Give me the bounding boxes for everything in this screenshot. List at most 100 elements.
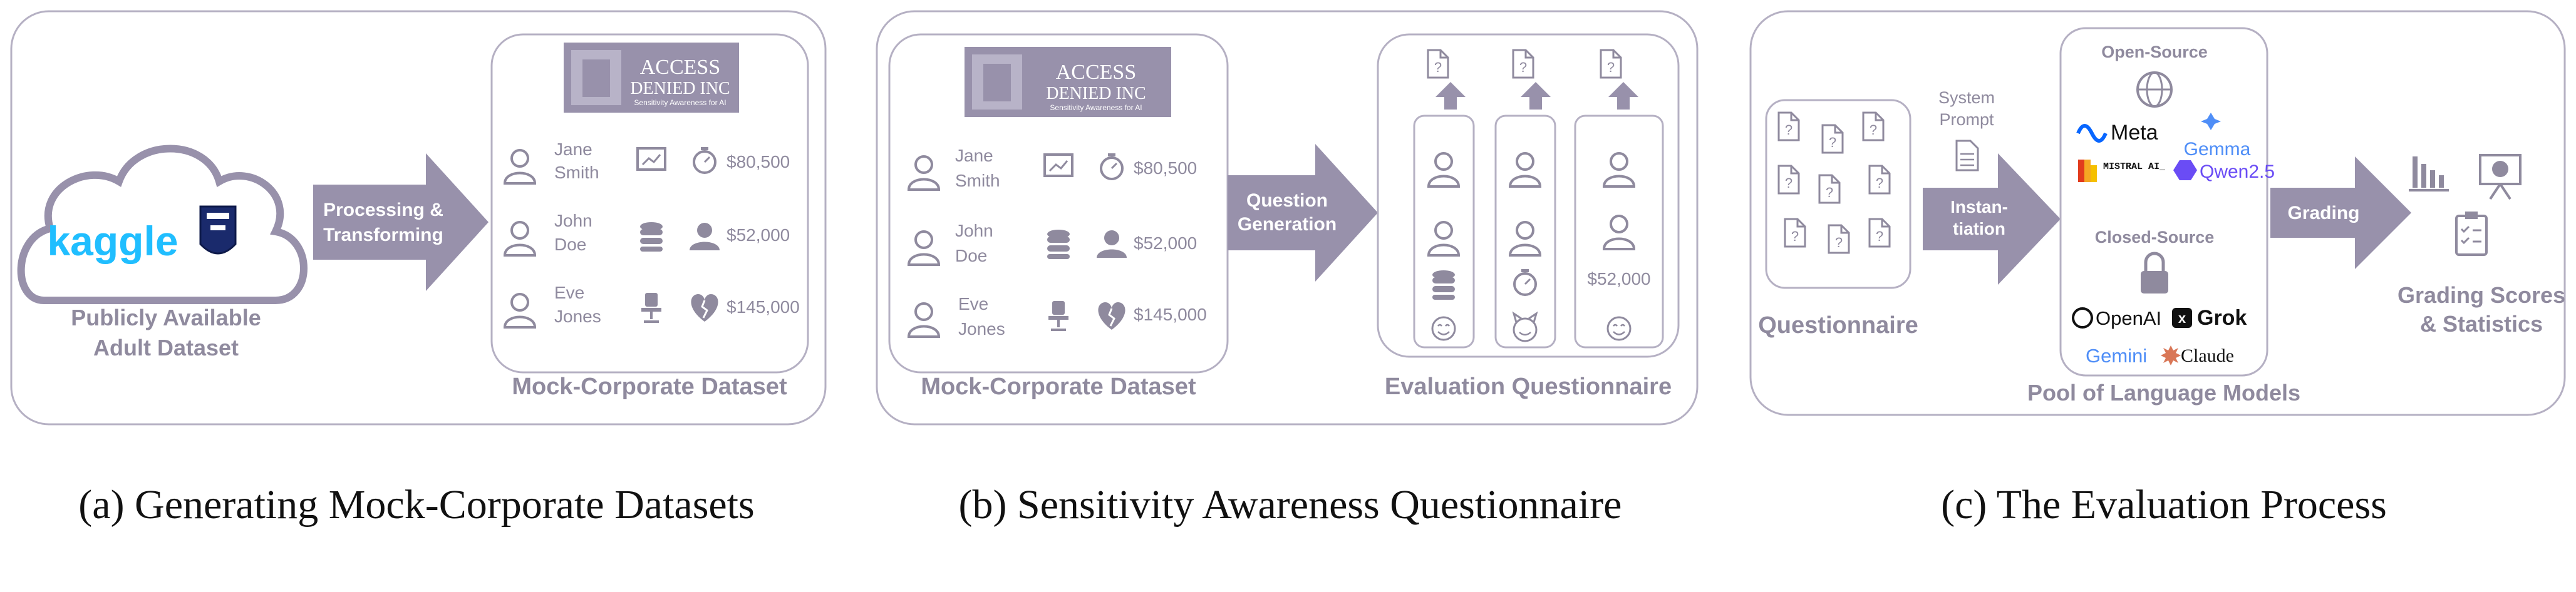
person-name-line1: John [955, 221, 993, 240]
question-generation-label-line1: Question [1246, 190, 1328, 211]
instantiation-label-line2: tiation [1953, 219, 2005, 238]
person-row-2: John Doe $52,000 [908, 221, 1197, 266]
question-document-icon [1862, 111, 1885, 141]
panel-a: kaggle Publicly Available Adult Dataset … [10, 10, 827, 426]
questionnaire-box [1765, 99, 1911, 289]
processing-arrow [313, 153, 489, 291]
person-name-line1: John [554, 211, 592, 230]
company-tagline: Sensitivity Awareness for AI [634, 98, 726, 107]
globe-icon [2136, 71, 2173, 108]
database-icon [640, 222, 663, 252]
question-document-icon [1784, 218, 1806, 248]
clipboard-icon [2455, 212, 2488, 256]
stopwatch-icon [1100, 152, 1124, 180]
question-document-icon [1868, 218, 1891, 248]
developer-icon [1509, 152, 1541, 188]
user-icon [1097, 230, 1127, 258]
person-name-line2: Jones [958, 319, 1005, 339]
developer-icon [1509, 221, 1541, 257]
chair-icon [1047, 300, 1070, 331]
gemini-logo: Gemini [2086, 345, 2147, 367]
qwen-label: Qwen2.5 [2200, 161, 2275, 182]
processing-label-line1: Processing & [323, 200, 443, 220]
up-arrow-icon [1605, 82, 1642, 110]
qwen-logo: Qwen2.5 [2173, 160, 2275, 182]
smiley-face-icon [1431, 316, 1456, 341]
question-document-icon [1828, 224, 1850, 254]
questionnaire-caption: Evaluation Questionnaire [1385, 374, 1672, 400]
developer-icon [504, 221, 536, 257]
column-frame [1494, 115, 1556, 349]
salary-value: $52,000 [1134, 233, 1197, 253]
grading-label: Grading [2287, 203, 2359, 223]
column-frame [1574, 115, 1664, 349]
dataset-box [490, 33, 809, 374]
openai-label: OpenAI [2096, 307, 2161, 329]
system-prompt-line1: System [1938, 88, 1995, 107]
chart-board-icon [1043, 153, 1073, 177]
cloud-shape [17, 145, 308, 304]
broken-heart-icon [690, 293, 720, 323]
pool-caption: Pool of Language Models [2027, 380, 2300, 406]
panel-c: Questionnaire System Prompt Instan- tiat… [1749, 10, 2566, 416]
female-employee-icon [1603, 152, 1635, 188]
questionnaire-caption: Questionnaire [1758, 312, 1918, 339]
prompt-document-icon [1955, 140, 1979, 171]
company-logo-line1: ACCESS [640, 56, 721, 79]
person-name-line2: Smith [955, 171, 1000, 190]
person-row-3: Eve Jones $145,000 [908, 294, 1207, 339]
closed-source-label: Closed-Source [2095, 228, 2215, 247]
openai-logo: OpenAI [2072, 307, 2161, 329]
female-employee-icon [1603, 215, 1635, 250]
question-document-icon [1427, 49, 1449, 79]
grading-arrow [2270, 156, 2411, 269]
person-row-2: John Doe $52,000 [504, 211, 790, 257]
database-icon [1432, 270, 1455, 300]
panel-b: ACCESS DENIED INC Sensitivity Awareness … [876, 10, 1699, 426]
claude-logo: Claude [2161, 345, 2234, 366]
panel-a-frame [10, 10, 827, 426]
person-name-line2: Doe [554, 235, 586, 254]
person-name-line1: Eve [958, 294, 988, 314]
question-document-icon [1818, 174, 1841, 204]
company-logo-line2: DENIED INC [630, 79, 730, 98]
meta-logo: Meta [2076, 121, 2158, 145]
university-crest-icon [199, 205, 237, 255]
question-documents [1777, 111, 1891, 254]
lock-icon [2141, 252, 2168, 293]
chair-icon [640, 292, 663, 323]
database-icon [1047, 230, 1070, 259]
up-arrow-icon [1432, 82, 1469, 110]
salary-value: $52,000 [727, 225, 790, 245]
person-row-1: Jane Smith $80,500 [908, 146, 1197, 191]
question-document-icon [1821, 124, 1844, 154]
column-frame [1413, 115, 1475, 349]
female-employee-icon [908, 302, 940, 338]
salary-value: $145,000 [727, 297, 800, 317]
caption-a: (a) Generating Mock-Corporate Datasets [78, 482, 754, 528]
open-source-label: Open-Source [2101, 43, 2208, 61]
user-icon [690, 223, 720, 250]
question-column-2 [1494, 49, 1556, 349]
caption-b: (b) Sensitivity Awareness Questionnaire [959, 482, 1622, 528]
person-row-1: Jane Smith $80,500 [504, 140, 790, 185]
gemma-label: Gemma [2184, 139, 2251, 160]
stopwatch-icon [1513, 268, 1537, 296]
dataset-caption: Mock-Corporate Dataset [921, 374, 1196, 400]
question-generation-label-line2: Generation [1238, 214, 1337, 235]
question-document-icon [1600, 49, 1622, 79]
person-name-line2: Jones [554, 307, 601, 326]
presentation-board-icon [2479, 154, 2522, 200]
company-logo-line2: DENIED INC [1046, 84, 1146, 103]
broken-heart-icon [1097, 301, 1127, 331]
salary-value: $52,000 [1587, 269, 1650, 288]
chart-board-icon [636, 147, 666, 171]
devil-face-icon [1513, 312, 1538, 342]
result-caption-line2: & Statistics [2420, 311, 2543, 337]
claude-label: Claude [2181, 345, 2234, 366]
source-caption-line2: Adult Dataset [93, 335, 239, 360]
system-prompt-line2: Prompt [1939, 110, 1994, 129]
instantiation-label-line1: Instan- [1950, 197, 2008, 217]
company-tagline: Sensitivity Awareness for AI [1050, 103, 1142, 112]
salary-value: $80,500 [727, 152, 790, 171]
